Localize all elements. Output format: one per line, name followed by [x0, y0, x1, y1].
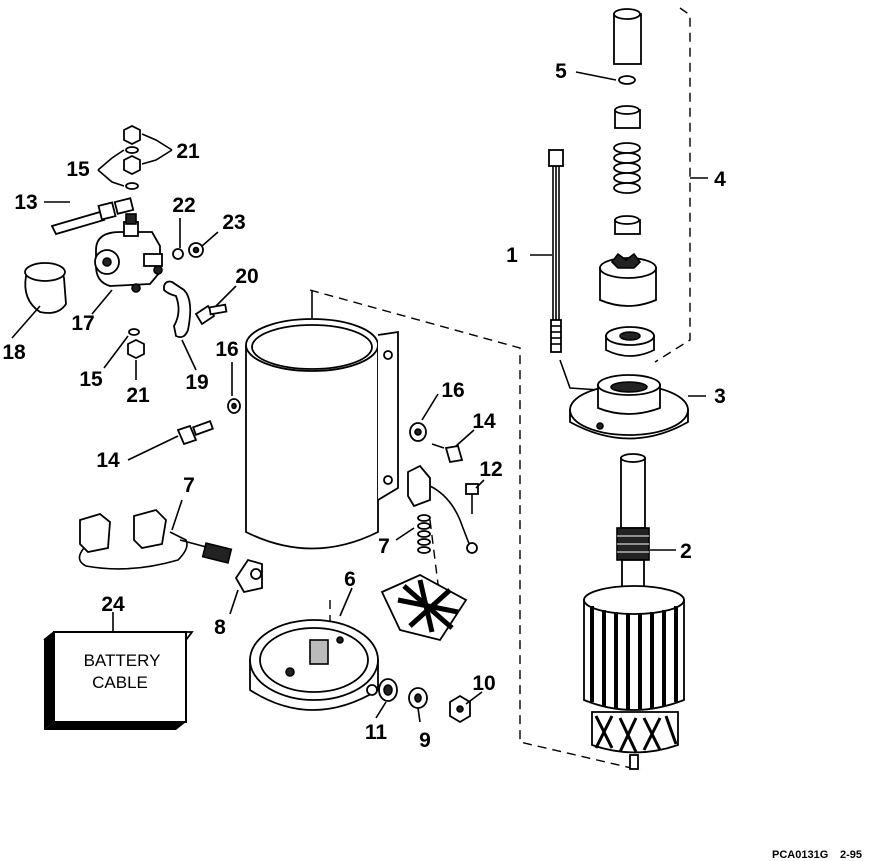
nut-10 — [449, 694, 471, 724]
callout-22: 22 — [172, 194, 195, 217]
callout-14-right: 14 — [472, 410, 496, 433]
commutator-end-cap — [249, 619, 379, 711]
screw-12 — [465, 483, 479, 514]
solenoid — [94, 213, 163, 293]
washer-11 — [378, 678, 398, 702]
nuts-washers-15-21-bottom — [127, 328, 145, 360]
screw-20 — [194, 303, 228, 326]
callout-4: 4 — [714, 168, 726, 191]
callout-13: 13 — [14, 191, 37, 214]
callout-19: 19 — [185, 371, 208, 394]
armature — [583, 453, 685, 770]
terminal-bolt-13 — [50, 197, 135, 236]
nut-23 — [188, 242, 204, 258]
callout-20: 20 — [235, 265, 258, 288]
callout-24: 24 — [101, 593, 125, 616]
callout-21-top: 21 — [176, 140, 200, 163]
callout-15-bottom: 15 — [79, 368, 103, 391]
callout-7-left: 7 — [183, 474, 195, 497]
callout-21-bottom: 21 — [126, 384, 150, 407]
drive-end-cap — [569, 374, 689, 440]
callout-23: 23 — [222, 211, 245, 234]
figure-date: 2-95 — [840, 849, 862, 861]
washer-16-right — [409, 422, 427, 442]
bracket-19 — [163, 280, 192, 339]
retaining-ring-5 — [618, 75, 636, 85]
callout-6: 6 — [344, 568, 356, 591]
callout-12: 12 — [479, 458, 502, 481]
brush-bracket — [234, 558, 263, 594]
drive-assembly — [599, 8, 657, 357]
callout-14-left: 14 — [96, 449, 120, 472]
callout-8: 8 — [214, 616, 226, 639]
washer-9 — [408, 687, 428, 709]
washer-16-left — [227, 398, 241, 414]
battery-cable-line2: CABLE — [92, 673, 148, 692]
callout-11: 11 — [365, 721, 388, 744]
battery-cable-line1: BATTERY — [84, 651, 161, 670]
figure-code: PCA0131G — [772, 849, 828, 861]
brush-lead-assembly — [78, 508, 233, 570]
callout-7-right: 7 — [378, 535, 390, 558]
brush-holder — [380, 573, 468, 642]
screw-14-left — [176, 420, 214, 446]
callout-5: 5 — [555, 60, 567, 83]
boot-18 — [24, 262, 67, 314]
callout-15-top: 15 — [66, 158, 90, 181]
callout-9: 9 — [419, 729, 431, 752]
callout-1: 1 — [506, 244, 518, 267]
brush-and-spring — [407, 464, 478, 554]
screw-14-right — [431, 443, 464, 464]
callout-17: 17 — [71, 312, 94, 335]
spring — [613, 142, 641, 194]
callout-labels: 1 2 3 4 5 6 7 7 8 9 10 11 12 13 14 14 15… — [2, 60, 726, 752]
callout-16-left: 16 — [215, 338, 238, 361]
through-bolt — [548, 149, 601, 391]
battery-cable-box: BATTERY CABLE — [43, 631, 194, 730]
washer-22 — [172, 248, 184, 260]
callout-18: 18 — [2, 341, 26, 364]
callout-2: 2 — [680, 540, 692, 563]
callout-16-right: 16 — [441, 379, 464, 402]
callout-10: 10 — [472, 672, 495, 695]
leader-lines — [11, 71, 708, 723]
callout-3: 3 — [714, 385, 726, 408]
nuts-washers-15-21-top — [123, 124, 141, 190]
motor-frame — [245, 290, 399, 550]
